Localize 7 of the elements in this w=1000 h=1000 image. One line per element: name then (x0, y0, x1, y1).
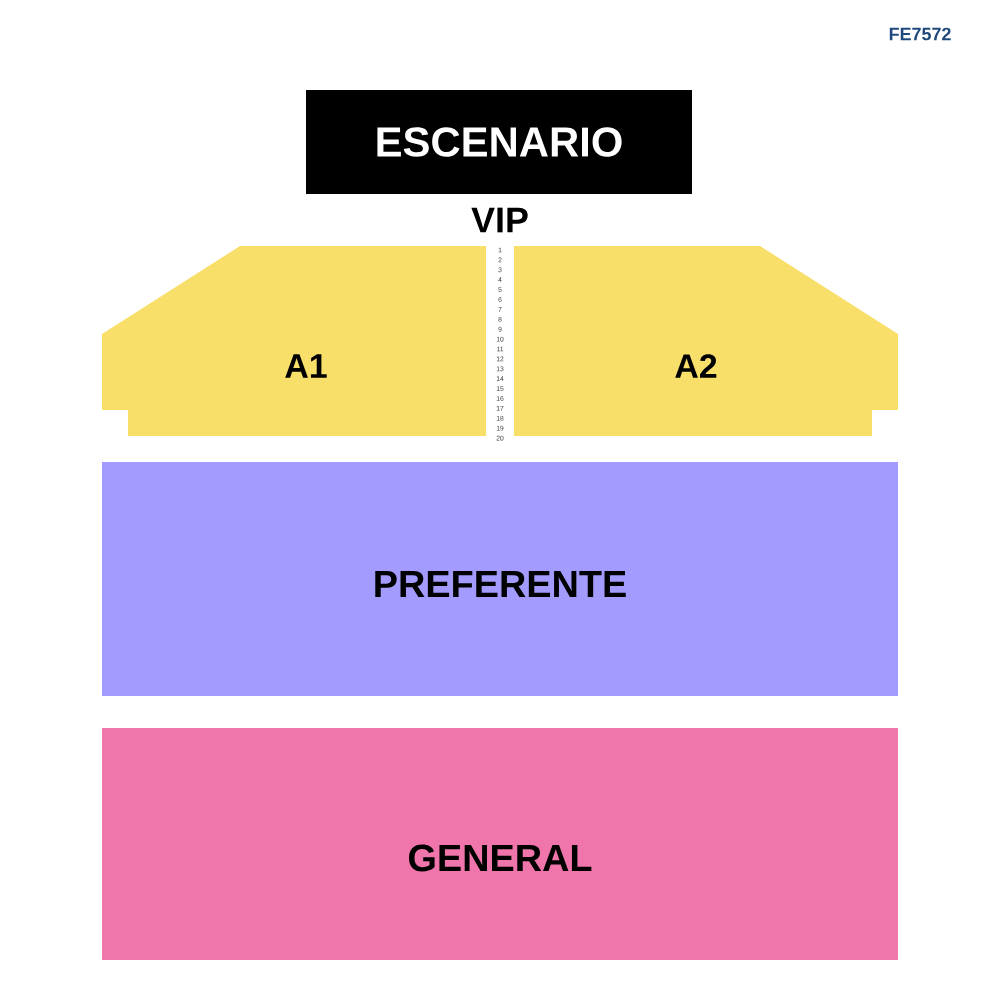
stage-box: ESCENARIO (306, 90, 692, 194)
map-code: FE7572 (889, 27, 951, 41)
seating-section: PREFERENTE (102, 462, 898, 696)
seating-section: GENERAL (102, 728, 898, 960)
section-label: VIP (471, 207, 528, 233)
seating-section: A2 (514, 246, 898, 436)
seating-section: A1 (102, 246, 486, 436)
